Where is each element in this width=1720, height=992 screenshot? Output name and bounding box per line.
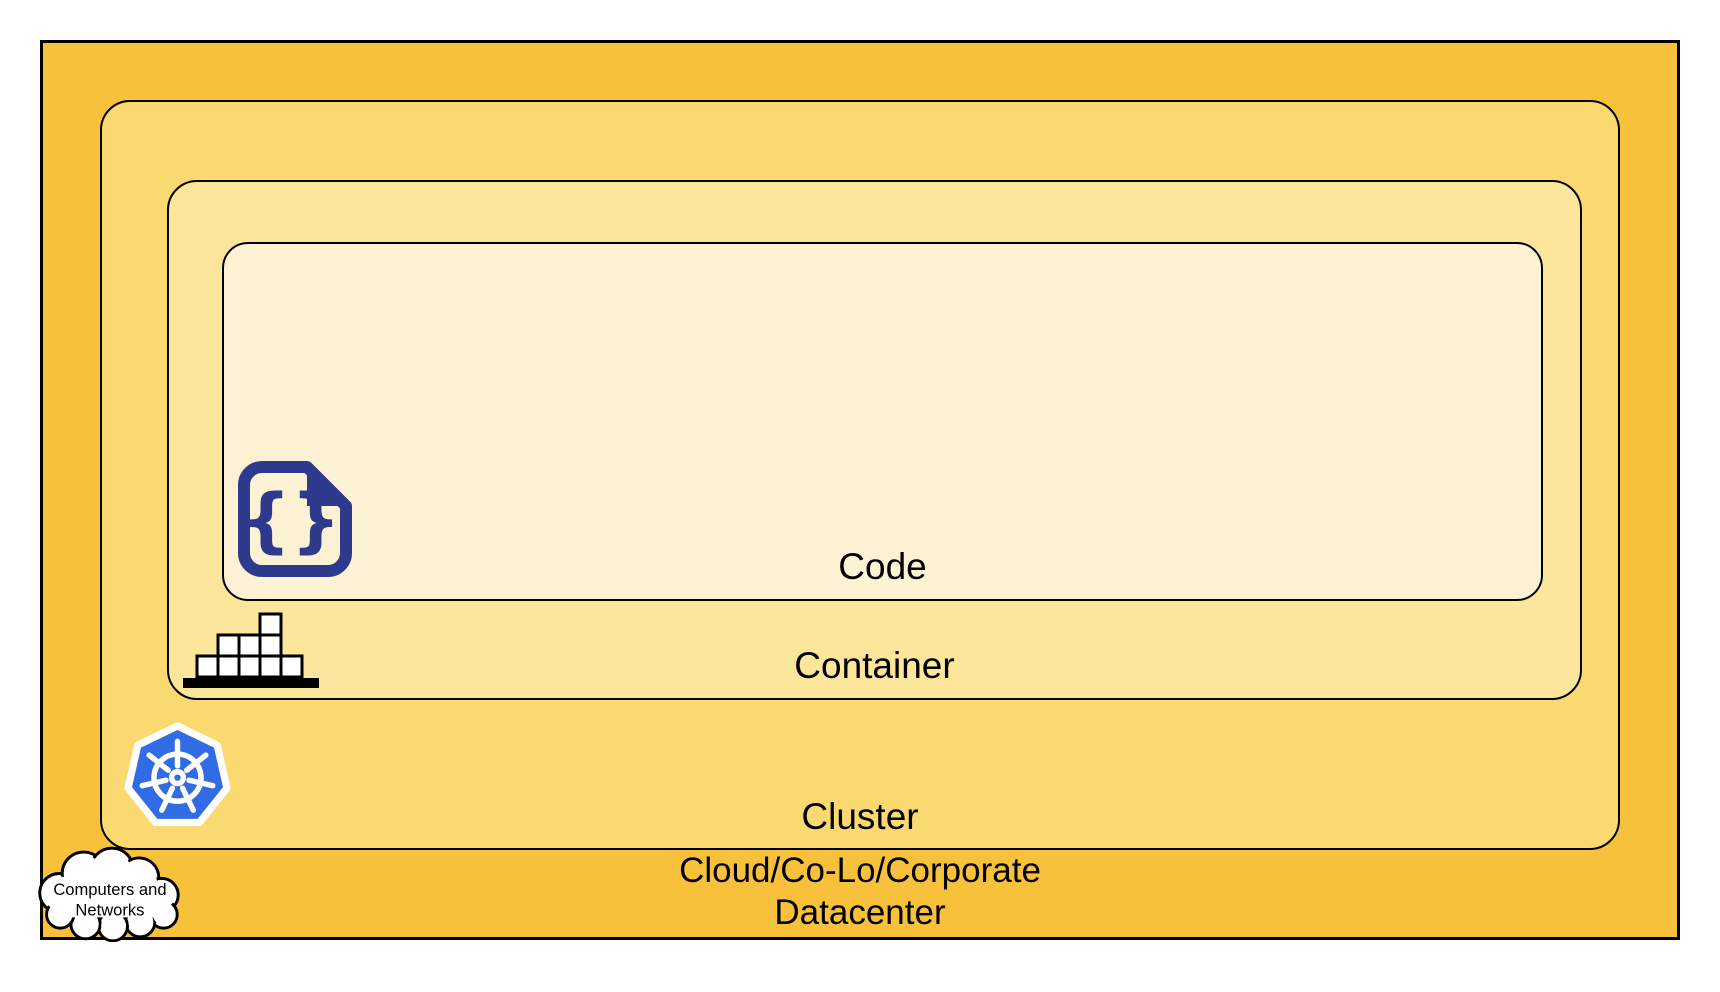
container-blocks-icon <box>183 612 319 688</box>
container-label: Container <box>794 645 955 687</box>
cloud-fill <box>42 851 176 938</box>
container-box: {} Code <box>167 180 1582 700</box>
wheel-hub-center <box>174 774 181 781</box>
wheel-rim <box>151 751 204 804</box>
cluster-box: {} Code <box>100 100 1620 850</box>
base-bar <box>183 678 319 688</box>
kubernetes-icon <box>124 722 231 827</box>
code-label: Code <box>838 546 927 588</box>
cloud-label-line2: Networks <box>75 900 144 919</box>
folded-corner <box>307 467 346 506</box>
computers-networks-cloud-icon: Computers and Networks <box>38 846 180 942</box>
braces-glyph: {} <box>241 479 341 561</box>
code-box: {} Code <box>222 242 1543 601</box>
datacenter-label-line1: Cloud/Co-Lo/Corporate <box>679 850 1041 890</box>
block <box>279 654 304 679</box>
cluster-label: Cluster <box>801 796 919 838</box>
datacenter-label: Cloud/Co-Lo/Corporate Datacenter <box>43 850 1677 935</box>
cloud-label-line1: Computers and <box>53 880 166 899</box>
datacenter-label-line2: Datacenter <box>774 893 946 933</box>
datacenter-box: {} Code <box>40 40 1680 940</box>
block <box>258 612 283 637</box>
document-outline <box>238 461 352 577</box>
code-file-icon: {} <box>238 461 352 577</box>
